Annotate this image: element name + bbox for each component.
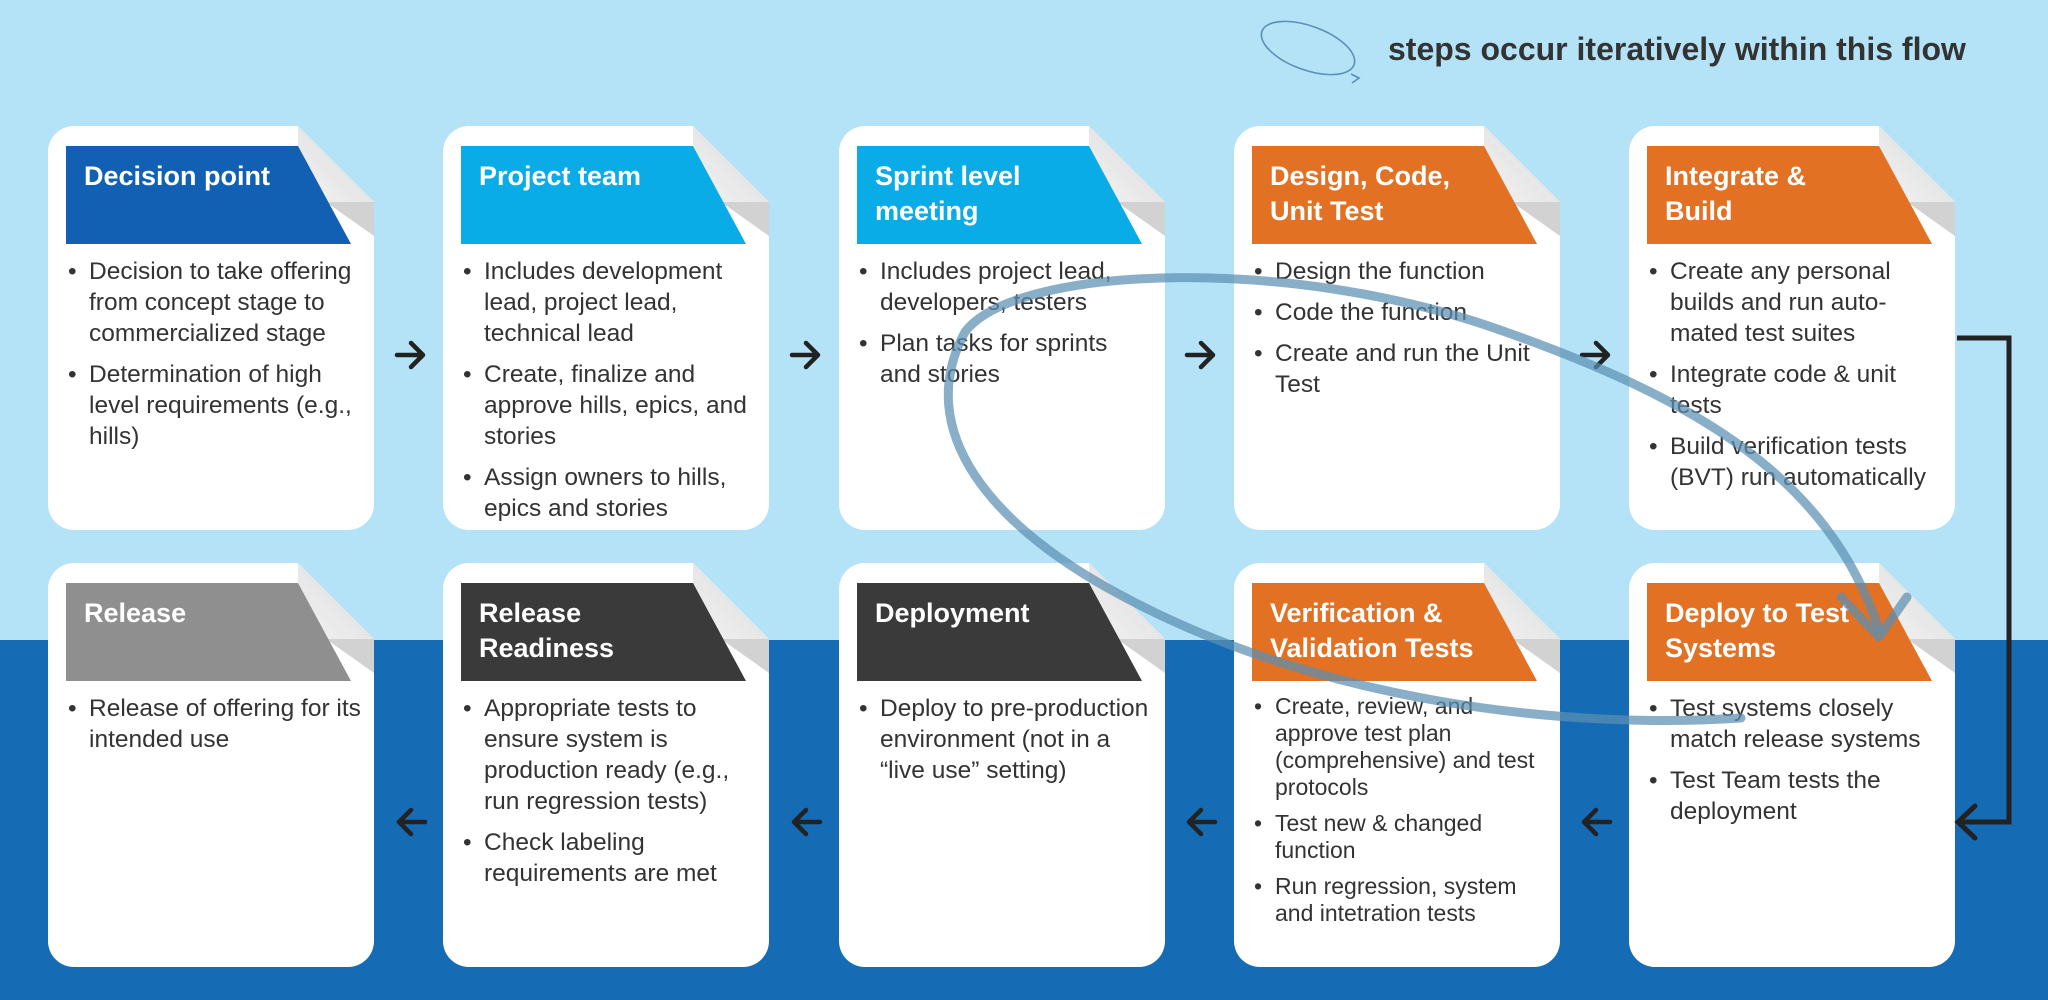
step-bullets: Create, review, and approve test plan (c… <box>1254 693 1550 936</box>
arrow-left-icon <box>791 807 823 837</box>
bullet-item: Deploy to pre-production environment (no… <box>859 693 1155 786</box>
bullet-item: Run regression, system and intetration t… <box>1254 873 1550 927</box>
bullet-item: Determination of high level requirements… <box>68 359 364 452</box>
bullet-item: Test systems closely match release syste… <box>1649 693 1945 755</box>
bullet-item: Design the function <box>1254 256 1550 287</box>
step-title-line: Release <box>84 598 187 628</box>
bullet-item: Code the function <box>1254 297 1550 328</box>
step-bullets: Release of offering for its intended use <box>68 693 364 765</box>
bullet-item: Assign owners to hills, epics and storie… <box>463 462 759 524</box>
step-bullets: Includes development lead, project lead,… <box>463 256 759 530</box>
step-card-design-code-unit-test: Design, Code, Unit Test Design the funct… <box>1234 126 1560 530</box>
step-title: Design, Code, Unit Test <box>1252 146 1537 244</box>
step-card-deployment: Deployment Deploy to pre-production envi… <box>839 563 1165 967</box>
step-card-verification-validation-tests: Verification & Validation Tests Create, … <box>1234 563 1560 967</box>
step-title-line: Readiness <box>479 633 615 663</box>
step-title-line: Integrate & <box>1665 161 1807 191</box>
step-bullets: Decision to take offering from concept s… <box>68 256 364 462</box>
arrow-right-icon <box>1184 340 1216 370</box>
bullet-item: Create and run the Unit Test <box>1254 338 1550 400</box>
step-title-line: Validation Tests <box>1270 633 1474 663</box>
step-title: Project team <box>461 146 746 244</box>
step-card-project-team: Project team Includes development lead, … <box>443 126 769 530</box>
bullet-item: Appropriate tests to ensure system is pr… <box>463 693 759 817</box>
bullet-item: Includes project lead, developers, teste… <box>859 256 1155 318</box>
step-bullets: Includes project lead, developers, teste… <box>859 256 1155 400</box>
step-bullets: Deploy to pre-production environment (no… <box>859 693 1155 796</box>
bullet-item: Test Team tests the deployment <box>1649 765 1945 827</box>
loop-arrow-icon <box>1260 20 1361 84</box>
bullet-item: Decision to take offering from concept s… <box>68 256 364 349</box>
step-title-line: meeting <box>875 196 979 226</box>
step-title-line: Verification & <box>1270 598 1443 628</box>
step-title: Release <box>66 583 351 681</box>
legend-text: steps occur iteratively within this flow <box>1388 30 1966 67</box>
step-bullets: Appropriate tests to ensure system is pr… <box>463 693 759 899</box>
arrow-left-icon <box>1581 807 1613 837</box>
arrow-left-icon <box>396 807 428 837</box>
step-card-decision-point: Decision point Decision to take offering… <box>48 126 374 530</box>
step-title-line: Systems <box>1665 633 1777 663</box>
bullet-item: Check labeling requirements are met <box>463 827 759 889</box>
step-title: Decision point <box>66 146 351 244</box>
step-title-line: Sprint level <box>875 161 1021 191</box>
step-title: Release Readiness <box>461 583 746 681</box>
step-title-line: Release <box>479 598 582 628</box>
step-bullets: Create any personal builds and run auto-… <box>1649 256 1945 503</box>
bullet-item: Includes development lead, project lead,… <box>463 256 759 349</box>
step-title-line: Build <box>1665 196 1733 226</box>
step-card-deploy-to-test-systems: Deploy to Test Systems Test systems clos… <box>1629 563 1955 967</box>
step-title-line: Deploy to Test <box>1665 598 1850 628</box>
step-title-line: Unit Test <box>1270 196 1384 226</box>
bullet-item: Build verification tests (BVT) run autom… <box>1649 431 1945 493</box>
bullet-item: Create, review, and approve test plan (c… <box>1254 693 1550 801</box>
step-title: Integrate & Build <box>1647 146 1932 244</box>
step-card-integrate-build: Integrate & Build Create any personal bu… <box>1629 126 1955 530</box>
step-card-release-readiness: Release Readiness Appropriate tests to e… <box>443 563 769 967</box>
step-title-line: Design, Code, <box>1270 161 1451 191</box>
step-title-line: Decision point <box>84 161 271 191</box>
arrow-right-icon <box>789 340 821 370</box>
bullet-item: Integrate code & unit tests <box>1649 359 1945 421</box>
step-title-line: Project team <box>479 161 642 191</box>
step-card-sprint-level-meeting: Sprint level meeting Includes project le… <box>839 126 1165 530</box>
bullet-item: Create any personal builds and run auto-… <box>1649 256 1945 349</box>
step-title-line: Deployment <box>875 598 1030 628</box>
step-card-release: Release Release of offering for its inte… <box>48 563 374 967</box>
arrow-right-icon <box>1579 340 1611 370</box>
step-bullets: Design the function Code the function Cr… <box>1254 256 1550 410</box>
legend: steps occur iteratively within this flow <box>1255 14 1966 84</box>
step-bullets: Test systems closely match release syste… <box>1649 693 1945 837</box>
bullet-item: Test new & changed function <box>1254 810 1550 864</box>
bullet-item: Release of offering for its intended use <box>68 693 364 755</box>
arrow-left-icon <box>1186 807 1218 837</box>
arrow-right-icon <box>394 340 426 370</box>
step-title: Sprint level meeting <box>857 146 1142 244</box>
bullet-item: Create, finalize and approve hills, epic… <box>463 359 759 452</box>
bullet-item: Plan tasks for sprints and stories <box>859 328 1155 390</box>
